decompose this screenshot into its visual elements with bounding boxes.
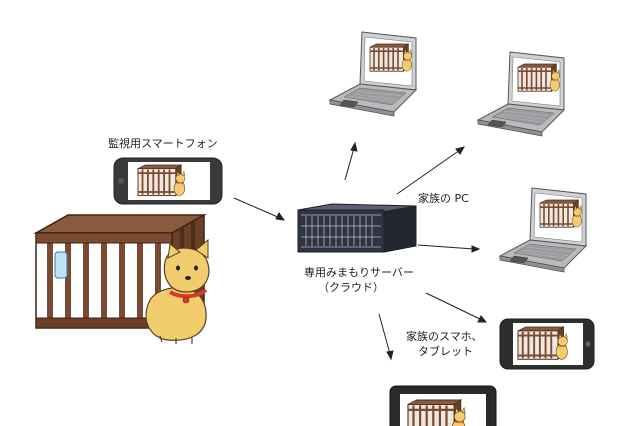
laptop-3 (499, 187, 587, 273)
family-smartphone (499, 318, 595, 370)
family-mobile-label-line1: 家族のスマホ、 (406, 330, 483, 343)
monitor-smartphone (113, 157, 223, 205)
server-label-line2: （クラウド） (318, 281, 384, 294)
flow-arrows (233, 141, 488, 361)
monitor-phone-label: 監視用スマートフォン (108, 137, 218, 150)
dog-illustration (145, 238, 210, 344)
cloud-server (297, 203, 417, 253)
family-mobile-label-line2: タブレット (418, 345, 473, 358)
server-label-line1: 専用みまもりサーバー (304, 266, 414, 279)
laptop-1 (329, 31, 417, 117)
laptop-2 (477, 51, 565, 137)
family-tablet (389, 385, 497, 426)
family-pc-label: 家族の PC (418, 192, 469, 205)
